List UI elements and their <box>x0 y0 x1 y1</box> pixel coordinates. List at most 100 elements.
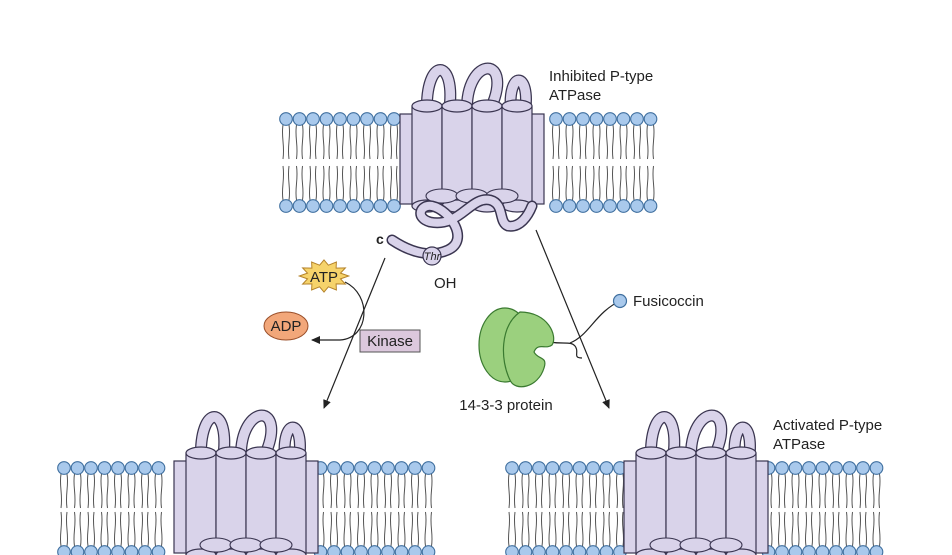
lipid-tail <box>100 473 103 509</box>
lipid-tail <box>598 124 601 160</box>
lipid-tail <box>100 511 103 547</box>
lipid-head <box>788 545 803 555</box>
c-terminus-label: c <box>376 231 384 247</box>
lipid-tail <box>858 511 862 547</box>
lipid-head <box>576 112 590 126</box>
lipid-tail <box>615 473 619 509</box>
lipid-head <box>387 199 401 213</box>
lipid-tail <box>548 511 551 547</box>
lipid-tail <box>362 165 366 201</box>
lipid-head <box>572 545 587 555</box>
lipid-head <box>124 461 139 475</box>
protein-14-3-3: 14-3-3 protein <box>459 307 555 414</box>
lipid-head <box>589 199 604 213</box>
membrane-top <box>279 112 658 213</box>
protein-loop <box>422 65 455 117</box>
lipid-head <box>616 112 631 126</box>
lipid-tail <box>565 165 568 201</box>
lipid-head <box>545 545 560 555</box>
lipid-tail <box>376 165 379 201</box>
lipid-head <box>505 461 519 475</box>
lipid-tail <box>356 473 360 509</box>
lipid-head <box>869 545 884 555</box>
lipid-tail <box>343 473 346 509</box>
lipid-tail <box>625 124 628 160</box>
lipid-tail <box>615 511 619 547</box>
lipid-head <box>599 461 614 475</box>
lipid-tail <box>389 124 393 160</box>
lipid-tail <box>605 124 609 160</box>
lipid-head <box>70 461 85 475</box>
fusicoccin-curve <box>569 299 623 344</box>
lipid-tail <box>851 511 854 547</box>
lipid-tail <box>527 511 530 547</box>
lipid-tail <box>837 473 841 509</box>
lipid-tail <box>625 165 628 201</box>
lipid-head <box>545 461 560 475</box>
lipid-head <box>408 461 422 475</box>
lipid-tail <box>584 124 588 160</box>
lipid-head <box>394 461 409 475</box>
lipid-head <box>138 545 152 555</box>
lipid-head <box>57 461 71 475</box>
lipid-head <box>373 112 388 126</box>
lipid-head <box>346 112 361 126</box>
protein-loop <box>462 63 503 117</box>
lipid-tail <box>92 511 96 547</box>
lipid-tail <box>540 511 544 547</box>
lipid-tail <box>430 473 433 509</box>
lipid-tail <box>106 473 109 509</box>
lipid-head <box>151 461 166 475</box>
lipid-tail <box>146 473 150 509</box>
lipid-tail <box>584 165 588 201</box>
lipid-tail <box>507 473 511 509</box>
lipid-head <box>559 461 573 475</box>
lipid-head <box>394 545 409 555</box>
helix-cylinder <box>501 105 533 207</box>
helix-cap <box>275 446 307 460</box>
lipid-tail <box>308 165 312 201</box>
lipid-head <box>869 461 884 475</box>
membrane-bottom-right <box>505 461 884 555</box>
lipid-tail <box>113 511 117 547</box>
lipid-tail <box>588 511 592 547</box>
lipid-head <box>562 112 577 126</box>
lipid-tail <box>133 473 136 509</box>
lipid-tail <box>534 511 538 547</box>
lipid-head <box>340 461 355 475</box>
lipid-tail <box>106 511 109 547</box>
lipid-head <box>360 112 374 126</box>
lipid-tail <box>770 473 773 509</box>
lipid-head <box>333 199 347 213</box>
lipid-head <box>589 112 604 126</box>
lipid-tail <box>119 511 123 547</box>
lipid-tail <box>621 511 625 547</box>
lipid-tail <box>424 511 427 547</box>
lipid-head <box>340 545 355 555</box>
lipid-tail <box>527 473 530 509</box>
lipid-head <box>57 545 71 555</box>
helix-cap <box>725 446 757 460</box>
helix-cap <box>441 99 473 113</box>
lipid-tail <box>349 124 352 160</box>
lipid-tail <box>818 511 821 547</box>
lipid-tail <box>335 124 339 160</box>
lipid-tail <box>540 473 544 509</box>
lipid-tail <box>383 473 387 509</box>
lipid-head <box>292 199 307 213</box>
lipid-tail <box>322 124 325 160</box>
lipid-tail <box>521 511 524 547</box>
protein-1433-curve <box>539 339 583 359</box>
lipid-head <box>381 545 395 555</box>
lipid-head <box>829 461 843 475</box>
c-terminal-tail <box>386 194 538 266</box>
lipid-head <box>381 461 395 475</box>
lipid-head <box>559 545 573 555</box>
lipid-tail <box>382 165 385 201</box>
lipid-tail <box>349 473 352 509</box>
lipid-tail <box>594 473 598 509</box>
lipid-tail <box>308 124 312 160</box>
lipid-head <box>319 199 334 213</box>
lipid-tail <box>581 473 584 509</box>
lipid-tail <box>578 165 582 201</box>
